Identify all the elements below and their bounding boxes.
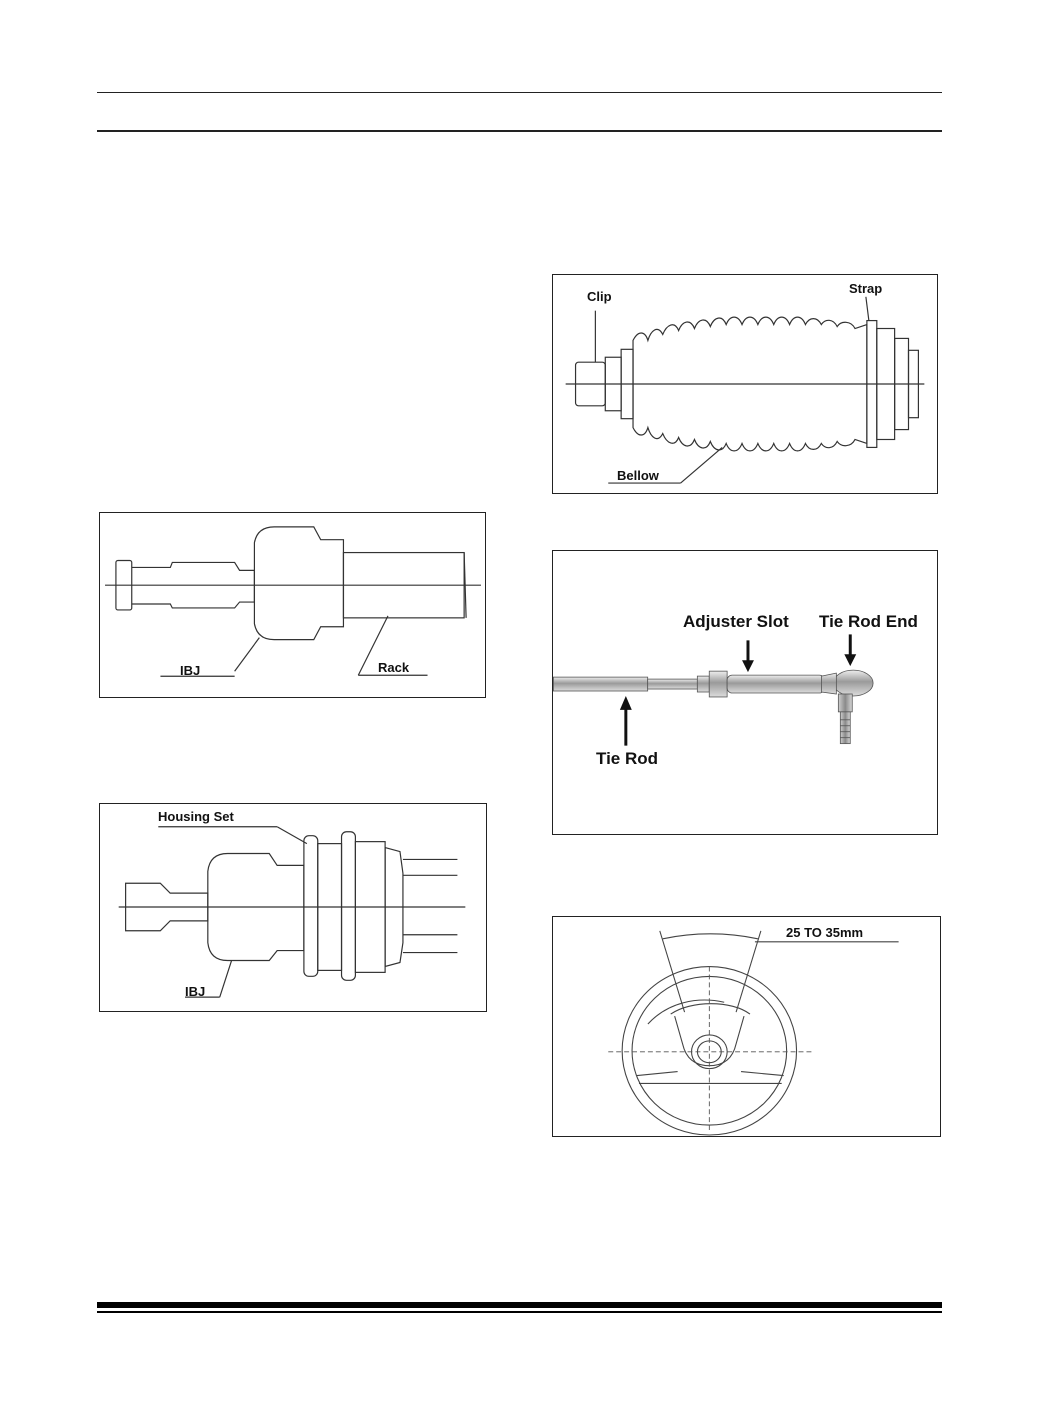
bellow-drawing: [565, 296, 925, 484]
housing-set-label: Housing Set: [158, 809, 234, 824]
strap-label: Strap: [849, 281, 883, 296]
tie-rod-end-label: Tie Rod End: [819, 612, 918, 631]
bellow-label: Bellow: [617, 468, 659, 483]
ibj-rack-drawing: [105, 526, 481, 677]
tie-rod-drawing: [553, 634, 874, 746]
footer-rule-thin: [97, 1311, 942, 1313]
housing-ibj-label: IBJ: [185, 984, 206, 999]
housing-set-drawing: [118, 826, 466, 998]
dimension-label: 25 TO 35mm: [786, 925, 864, 940]
rack-label: Rack: [378, 660, 410, 675]
figure-tie-rod: Adjuster Slot Tie Rod End Tie Rod: [552, 550, 938, 835]
steering-wheel-drawing: [608, 930, 899, 1136]
tie-rod-label: Tie Rod: [596, 749, 659, 768]
ibj-label: IBJ: [180, 663, 201, 678]
header-rule-bottom: [97, 130, 942, 132]
clip-label: Clip: [587, 289, 612, 304]
header-rule-top: [97, 92, 942, 93]
figure-bellow: Clip Strap Bellow: [552, 274, 938, 494]
figure-steering-wheel: 25 TO 35mm: [552, 916, 941, 1137]
figure-ibj-rack: IBJ Rack: [99, 512, 486, 698]
adjuster-slot-label: Adjuster Slot: [683, 612, 789, 631]
figure-housing-set: Housing Set IBJ: [99, 803, 487, 1012]
footer-rule-thick: [97, 1302, 942, 1308]
